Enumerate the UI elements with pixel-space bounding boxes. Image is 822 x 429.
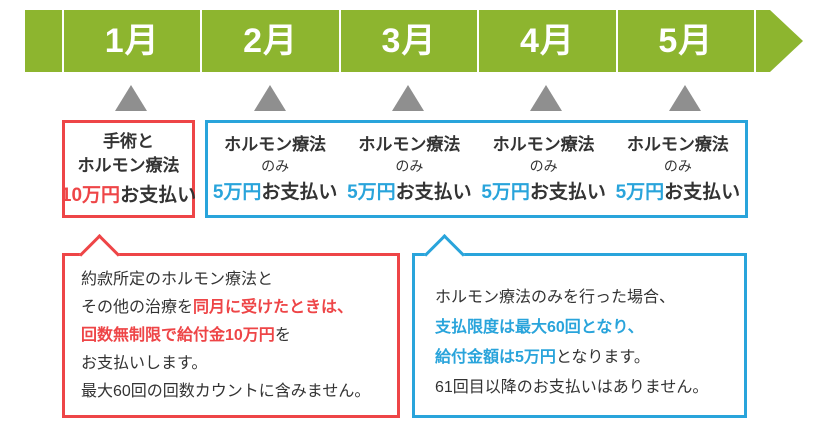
timeline-month-1: 1月 (62, 10, 200, 72)
hormone-column-2: ホルモン療法 のみ 5万円お支払い (342, 133, 476, 205)
hormone-amount: 5万円 (615, 182, 665, 203)
timeline-bar: 1月 2月 3月 4月 5月 (25, 10, 770, 72)
hormone-pay-suffix: お支払い (529, 182, 606, 203)
surgery-pay-suffix: お支払い (120, 185, 197, 206)
hormone-note-line: ホルモン療法のみを行った場合、 (435, 289, 676, 306)
timeline-month-3: 3月 (338, 10, 477, 72)
month-marker-triangle-1 (115, 85, 147, 111)
surgery-title-line1: 手術と (103, 132, 154, 151)
hormone-note-callout: ホルモン療法のみを行った場合、 支払限度は最大60回となり、 給付金額は5万円と… (412, 233, 747, 418)
hormone-pay-line: 5万円お支払い (477, 181, 611, 205)
hormone-pay-suffix: お支払い (395, 182, 472, 203)
hormone-sub: のみ (529, 158, 558, 174)
surgery-note-line: 最大60回の回数カウントに含みません。 (81, 383, 371, 400)
callout-caret-up-icon (423, 233, 466, 276)
timeline-tail-segment (754, 10, 770, 72)
timeline-month-2: 2月 (200, 10, 338, 72)
surgery-payment-content: 手術と ホルモン療法 10万円お支払い (61, 130, 196, 208)
hormone-note-line: 給付金額は5万円となります。 (435, 349, 650, 366)
hormone-column-1: ホルモン療法 のみ 5万円お支払い (208, 133, 342, 205)
hormone-note-line: 支払限度は最大60回となり、 (435, 319, 644, 336)
hormone-pay-suffix: お支払い (261, 182, 338, 203)
hormone-title: ホルモン療法 (492, 135, 595, 154)
hormone-pay-line: 5万円お支払い (342, 181, 476, 205)
surgery-note-line: その他の治療を同月に受けたときは、 (81, 299, 354, 316)
hormone-column-3: ホルモン療法 のみ 5万円お支払い (477, 133, 611, 205)
surgery-payment-box: 手術と ホルモン療法 10万円お支払い (61, 120, 196, 218)
surgery-pay-line: 10万円お支払い (61, 184, 196, 208)
hormone-sub: のみ (395, 158, 424, 174)
surgery-amount: 10万円 (60, 185, 121, 206)
hormone-sub: のみ (261, 158, 290, 174)
hormone-sub: のみ (663, 158, 692, 174)
month-marker-triangle-5 (669, 85, 701, 111)
timeline-month-5: 5月 (615, 10, 754, 72)
surgery-note-line: 約款所定のホルモン療法と (81, 271, 274, 288)
month-marker-triangle-4 (530, 85, 562, 111)
surgery-title-line2: ホルモン療法 (77, 156, 180, 175)
surgery-note-line: 回数無制限で給付金10万円を (81, 327, 291, 344)
hormone-column-4: ホルモン療法 のみ 5万円お支払い (611, 133, 745, 205)
hormone-amount: 5万円 (481, 182, 530, 203)
hormone-payment-box: ホルモン療法 のみ 5万円お支払い ホルモン療法 のみ 5万円お支払い ホルモン… (205, 120, 748, 218)
hormone-pay-line: 5万円お支払い (208, 181, 342, 205)
timeline-month-4: 4月 (477, 10, 615, 72)
timeline-arrow-tip-icon (770, 10, 803, 72)
hormone-title: ホルモン療法 (224, 135, 327, 154)
surgery-note-callout: 約款所定のホルモン療法と その他の治療を同月に受けたときは、 回数無制限で給付金… (62, 233, 400, 418)
hormone-title: ホルモン療法 (626, 135, 729, 154)
hormone-pay-line: 5万円お支払い (611, 181, 745, 205)
month-marker-triangle-3 (392, 85, 424, 111)
hormone-amount: 5万円 (212, 182, 262, 203)
month-marker-triangle-2 (254, 85, 286, 111)
hormone-note-line: 61回目以降のお支払いはありません。 (435, 379, 709, 396)
hormone-title: ホルモン療法 (358, 135, 461, 154)
hormone-amount: 5万円 (347, 182, 396, 203)
timeline-lead-segment (25, 10, 62, 72)
hormone-pay-suffix: お支払い (664, 182, 741, 203)
surgery-note-line: お支払いします。 (81, 355, 208, 372)
